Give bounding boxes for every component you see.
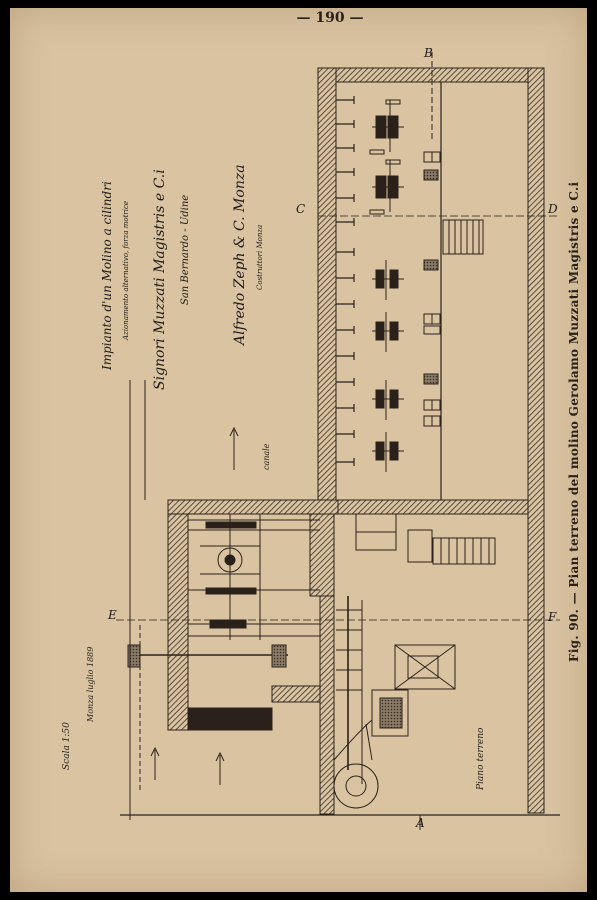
flow-arrows: [150, 426, 239, 785]
foundation-block: [187, 707, 273, 731]
transmission: [188, 514, 320, 640]
staircase-lower: [432, 537, 496, 565]
wall-right: [527, 67, 545, 814]
wall-lower-left: [167, 499, 189, 731]
section-mark-a: A: [416, 816, 425, 830]
date-note: Monza luglio 1889: [86, 646, 95, 722]
section-mark-c: C: [296, 202, 306, 216]
section-mark-d: D: [548, 202, 558, 216]
section-mark-f: F: [548, 610, 557, 624]
engine: [333, 596, 456, 809]
scale-note: Scala 1:50: [62, 722, 72, 770]
label-canale: canale: [262, 443, 271, 470]
title-line-6: Costruttori Monza: [256, 224, 264, 290]
title-line-5: Alfredo Zeph & C. Monza: [232, 164, 248, 345]
section-mark-e: E: [108, 608, 117, 622]
staircase-upper: [442, 219, 484, 255]
page-number: — 190 —: [296, 10, 364, 26]
wall-left-upper: [317, 67, 337, 511]
wall-top: [317, 67, 545, 83]
title-line-4: San Bernardo - Udine: [180, 194, 191, 305]
section-mark-b: B: [424, 46, 433, 60]
label-piano-terreno: Piano terreno: [476, 727, 486, 790]
title-line-1: Impianto d'un Molino a cilindri: [100, 181, 114, 370]
wall-mid: [317, 499, 529, 515]
figure-caption: Fig. 90. — Pian terreno del molino Gerol…: [567, 181, 581, 662]
title-line-3: Signori Muzzati Magistris e C.i: [152, 169, 168, 390]
title-line-2: Azionamento alternativo, forza motrice: [122, 200, 130, 340]
roller-mills: [369, 99, 404, 472]
paper-sheet: [10, 8, 587, 892]
partition-fixtures: [423, 151, 441, 427]
